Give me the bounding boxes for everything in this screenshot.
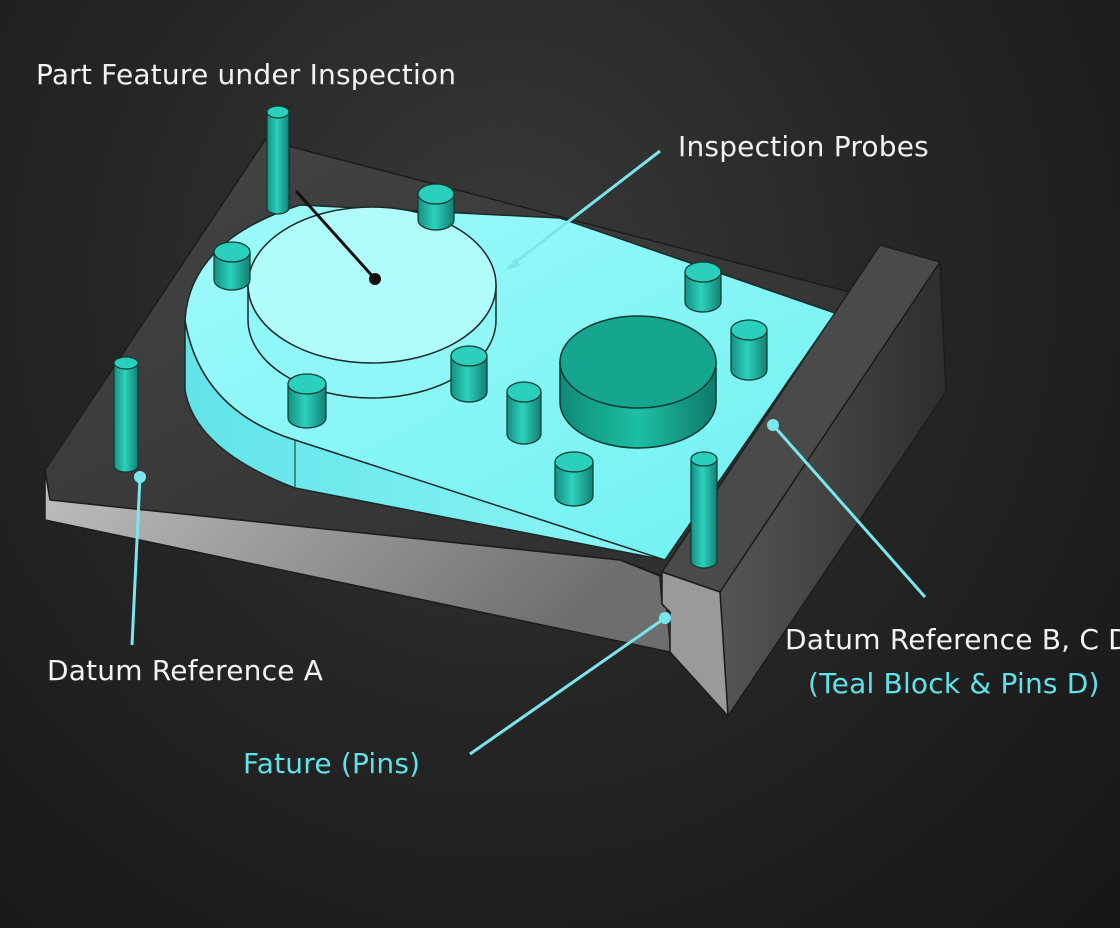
- leader-fature: [469, 616, 666, 756]
- teal-boss: [559, 315, 717, 449]
- leader-probes: [507, 149, 661, 270]
- leader-datum-a: [130, 476, 142, 646]
- feature-disc: [247, 206, 497, 399]
- probe-pin: [506, 381, 542, 445]
- label-teal-block-note: (Teal Block & Pins D): [808, 667, 1100, 700]
- short-pins: [213, 183, 768, 507]
- probe-pin: [213, 241, 251, 291]
- tall-pin-back: [266, 105, 290, 215]
- label-part-feature: Part Feature under Inspection: [36, 58, 457, 91]
- probe-pin: [554, 451, 594, 507]
- leader-datum-a-dot: [134, 471, 146, 483]
- label-datum-a: Datum Reference A: [47, 654, 324, 687]
- leader-part-feature-dot: [369, 273, 381, 285]
- tall-pin-datum-a: [113, 356, 139, 473]
- probe-pin: [287, 373, 327, 429]
- probe-pin: [450, 345, 488, 403]
- leader-part-feature: [294, 189, 377, 281]
- label-inspection-probes: Inspection Probes: [678, 130, 929, 163]
- tall-pins: [113, 105, 718, 569]
- label-fature-pins: Fature (Pins): [243, 747, 421, 780]
- leader-datum-bc-dot: [767, 419, 779, 431]
- feature-disc-top: [247, 206, 497, 364]
- probe-pin: [684, 261, 722, 313]
- probe-pin: [730, 319, 768, 381]
- leader-datum-bc: [771, 424, 927, 598]
- teal-boss-top: [559, 315, 717, 409]
- leader-lines: [130, 149, 927, 756]
- leader-probes-arrow: [506, 257, 520, 270]
- label-datum-bc: Datum Reference B, C D: [785, 623, 1120, 656]
- leader-fature-dot: [659, 612, 671, 624]
- datum-wall-step: [661, 570, 729, 719]
- tall-pin-front: [690, 451, 718, 569]
- probe-pin: [417, 183, 455, 231]
- datum-wall: [660, 244, 947, 719]
